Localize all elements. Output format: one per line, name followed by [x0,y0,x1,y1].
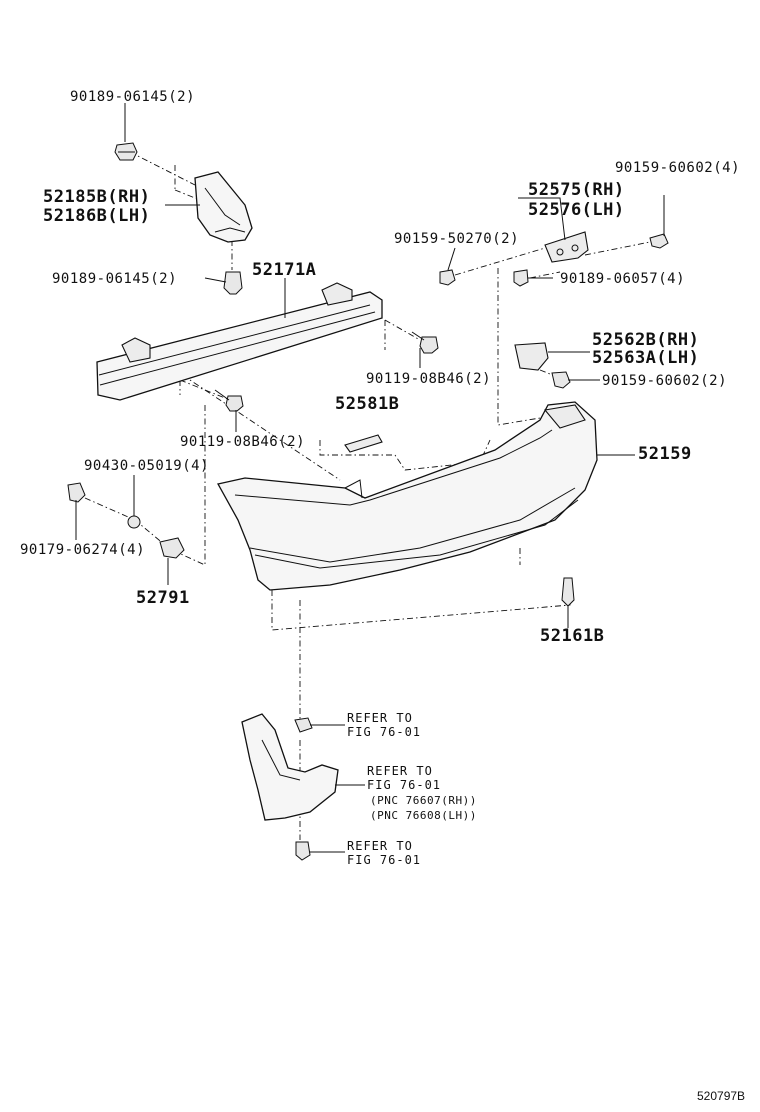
label-52186b: 52186B(LH) [43,206,150,226]
stud-52791[interactable] [159,537,185,559]
label-90159-50270: 90159-50270(2) [394,231,519,247]
label-90189-06145-mid: 90189-06145(2) [52,271,177,287]
label-90119-08b46-right: 90119-08B46(2) [366,371,491,387]
screw-90159-60602-mid[interactable] [551,371,571,389]
clip-90189-06145-mid[interactable] [223,271,243,295]
label-90430-05019: 90430-05019(4) [84,458,209,474]
screw-mudflap-bottom[interactable] [295,841,311,861]
ref2-pnc-rh: (PNC 76607(RH)) [370,794,477,807]
ref1-line2: FIG 76-01 [347,725,421,739]
ref1-line1: REFER TO [347,711,413,725]
labels: 90189-06145(2) 52185B(RH) 52186B(LH) 901… [20,89,745,1103]
washer-90430-05019[interactable] [127,515,141,529]
clip-mudflap-top[interactable] [294,717,313,733]
label-52791: 52791 [136,588,190,608]
label-90189-06057: 90189-06057(4) [560,271,685,287]
bumper-cover-52159[interactable] [217,401,598,591]
mudflap[interactable] [241,713,339,821]
label-52161b: 52161B [540,626,604,646]
reinforcement-52171a[interactable] [96,282,383,401]
label-52575: 52575(RH) [528,180,625,200]
label-52185b: 52185B(RH) [43,187,150,207]
label-90189-06145-top: 90189-06145(2) [70,89,195,105]
figure-code: 520797B [697,1089,745,1103]
label-90179-06274: 90179-06274(4) [20,542,145,558]
clip-52161b[interactable] [561,577,575,607]
bolt-90119-08b46-left[interactable] [214,389,244,412]
ref3-line2: FIG 76-01 [347,853,421,867]
ref2-line1: REFER TO [367,764,433,778]
reflector-52581b[interactable] [344,434,383,453]
label-52576: 52576(LH) [528,200,625,220]
label-52562b: 52562B(RH) [592,330,699,350]
nut-90179-06274[interactable] [67,482,86,503]
label-52159: 52159 [638,444,692,464]
label-90119-08b46-left: 90119-08B46(2) [180,434,305,450]
clip-90189-06057[interactable] [513,269,529,287]
label-52581b: 52581B [335,394,399,414]
retainer-52562b[interactable] [514,342,549,371]
label-52171a: 52171A [252,260,316,280]
label-90159-60602-top: 90159-60602(4) [615,160,740,176]
ref2-line2: FIG 76-01 [367,778,441,792]
retainer-52575[interactable] [544,231,589,263]
bracket-52185b[interactable] [194,171,253,243]
label-90159-60602-mid: 90159-60602(2) [602,373,727,389]
label-52563a: 52563A(LH) [592,348,699,368]
ref3-line1: REFER TO [347,839,413,853]
screw-90159-60602-top[interactable] [649,195,669,249]
ref2-pnc-lh: (PNC 76608(LH)) [370,809,477,822]
leader-lines [75,103,635,853]
bolt-90119-08b46-right[interactable] [411,331,439,354]
clip-90189-06145-top[interactable] [114,142,138,161]
screw-90159-50270[interactable] [439,269,456,286]
